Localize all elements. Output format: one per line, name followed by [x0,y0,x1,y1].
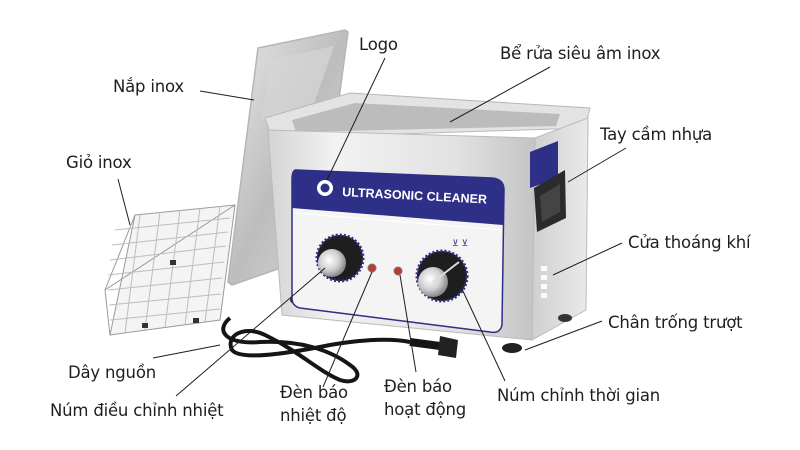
label-temp-light-line2: nhiệt độ [280,406,347,425]
temperature-knob[interactable] [318,249,346,277]
leader-lines [117,57,627,397]
label-temp-light-line1: Đèn báo [280,383,348,402]
label-power-cord: Dây nguồn [68,363,156,382]
label-feet: Chân trống trượt [608,313,743,332]
power-cord [221,316,441,384]
label-work-light-line1: Đèn báo [384,377,452,396]
label-handle: Tay cầm nhựa [600,125,713,144]
power-plug [438,336,458,358]
control-panel: ULTRASONIC CLEANER ⊻ ⊻ [291,169,505,334]
svg-text:⊻ ⊻: ⊻ ⊻ [452,239,468,249]
label-work-light-line2: hoạt động [384,400,467,419]
label-tank: Bể rửa siêu âm inox [500,44,661,63]
label-logo: Logo [359,35,398,54]
label-lid: Nắp inox [113,77,184,96]
label-vent: Cửa thoáng khí [628,233,751,252]
label-basket: Giỏ inox [66,153,132,172]
basket [104,204,236,336]
label-timer-knob: Núm chỉnh thời gian [497,386,661,405]
label-temp-knob: Núm điều chỉnh nhiệt [50,401,224,420]
